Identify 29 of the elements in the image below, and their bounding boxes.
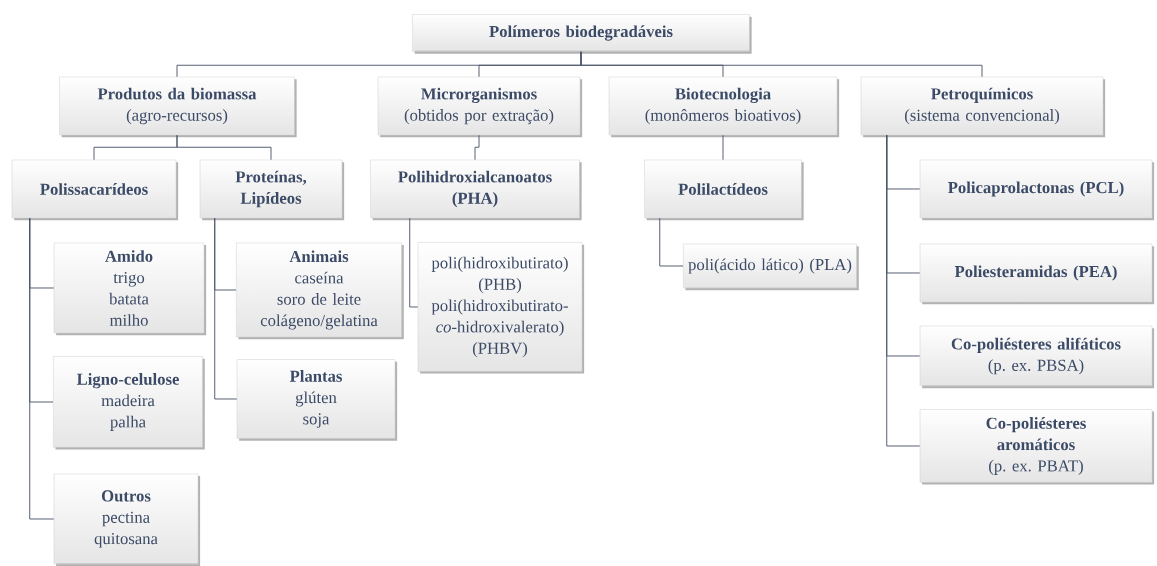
- connector-line: [214, 217, 238, 400]
- connector-line: [176, 134, 272, 161]
- category-box: Plantas glúten soja: [236, 359, 398, 441]
- category-box: Outros pectina quitosana: [53, 473, 201, 566]
- category-box: Petroquímicos (sistema convencional): [860, 76, 1106, 138]
- category-box: poli(ácido lático) (PLA): [683, 243, 859, 291]
- root-box: Polímeros biodegradáveis: [412, 14, 752, 54]
- category-box: Produtos da biomassa (agro-recursos): [59, 76, 297, 138]
- category-box: Co-poliésteres aromáticos (p. ex. PBAT): [919, 409, 1155, 485]
- category-box: Polissacarídeos: [11, 159, 179, 221]
- connector-line: [29, 217, 55, 520]
- category-box: Amido trigo batata milho: [53, 242, 207, 336]
- connector-line: [409, 217, 419, 308]
- category-box: Polihidroxialcanoatos (PHA): [370, 159, 582, 221]
- category-box: Microrganismos (obtidos por extração): [377, 76, 583, 138]
- connector-line: [886, 134, 921, 447]
- category-box: poli(hidroxibutirato) (PHB) poli(hidroxibutirato-co-hidroxivalerato) (PHBV): [417, 242, 585, 374]
- category-box: Policaprolactonas (PCL): [919, 159, 1155, 221]
- category-box: Animais caseína soro de leite colágeno/gelatina: [236, 242, 404, 340]
- category-box: Poliesteramidas (PEA): [919, 243, 1155, 305]
- category-box: Polilactídeos: [644, 159, 804, 221]
- category-box: Ligno-celulose madeira palha: [53, 356, 205, 450]
- category-box: Co-poliésteres alifáticos (p. ex. PBSA): [919, 325, 1155, 389]
- connector-line: [659, 217, 684, 267]
- category-box: Biotecnologia (monômeros bioativos): [608, 76, 840, 138]
- connector-line: [474, 134, 480, 161]
- connector-line: [580, 51, 983, 78]
- connector-line: [722, 134, 724, 161]
- category-box: Proteínas, Lipídeos: [199, 159, 345, 221]
